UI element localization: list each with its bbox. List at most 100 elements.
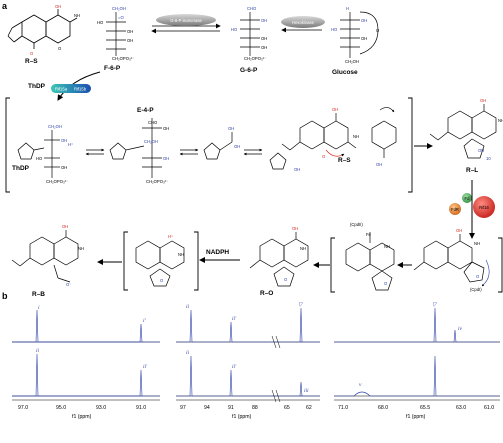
cpdi-structure (413, 234, 485, 283)
compound-rs-top: R–S (25, 58, 38, 65)
compound-f6p: F-6-P (104, 65, 121, 72)
cofactor-thdp-label: ThDP (28, 83, 46, 90)
spectrum-3-xlabel: f1 (ppm) (406, 414, 426, 420)
svg-text:91: 91 (228, 405, 234, 411)
compound-rl: R–L (466, 167, 478, 174)
svg-text:OH: OH (361, 36, 367, 41)
svg-text:=O: =O (118, 15, 124, 20)
svg-text:OH: OH (234, 144, 240, 149)
nmr-spectrum-1: i i' ii ii' 97.0 95.0 93.0 91.0 f1 (ppm) (12, 305, 160, 420)
svg-text:O: O (284, 277, 288, 282)
g6p-isomerase-enzyme (156, 14, 216, 26)
cofactor-nadph: NADPH (206, 249, 229, 256)
svg-text:O: O (160, 278, 164, 283)
rs-mid-structure (269, 113, 357, 170)
svg-text:65: 65 (284, 405, 290, 411)
svg-text:OH: OH (127, 29, 133, 34)
enzyme-g6p-isomerase: G-6-P isomerase (170, 18, 202, 23)
intermediate-structure (371, 120, 397, 158)
svg-text:63.0: 63.0 (456, 405, 466, 411)
svg-text:OH: OH (261, 45, 267, 50)
svg-text:H⁺: H⁺ (68, 142, 73, 147)
rl-structure (429, 104, 497, 159)
svg-text:iv: iv (458, 326, 463, 332)
svg-text:CH₂OH: CH₂OH (144, 139, 158, 144)
panel-b-label: b (2, 291, 8, 301)
svg-text:OH: OH (478, 148, 484, 153)
svg-text:93.0: 93.0 (96, 405, 106, 411)
svg-text:OH: OH (61, 138, 67, 143)
svg-text:71.0: 71.0 (338, 405, 348, 411)
e4p-structure (109, 118, 162, 178)
nmr-spectrum-2: ii ii' ▽ ii ii' iii 97 94 91 88 65 62 f1… (176, 302, 320, 420)
svg-text:NH: NH (384, 244, 390, 249)
svg-text:OH: OH (294, 167, 300, 172)
spectrum-1-xlabel: f1 (ppm) (72, 414, 92, 420)
svg-text:HO: HO (331, 27, 338, 32)
compound-thdp-intermediate: ThDP (12, 165, 30, 172)
svg-text:CH₂OH: CH₂OH (112, 6, 126, 11)
svg-text:HO: HO (36, 156, 43, 161)
svg-text:ii': ii' (232, 316, 237, 322)
fd-enzyme (462, 193, 472, 203)
compound-cpdii: (CpdII) (350, 222, 363, 227)
svg-text:NH: NH (74, 13, 80, 18)
svg-text:O: O (376, 28, 380, 33)
svg-text:62: 62 (306, 405, 312, 411)
svg-text:O: O (322, 154, 326, 159)
svg-text:OH: OH (127, 38, 133, 43)
compound-glucose: Glucose (332, 69, 358, 76)
svg-text:O: O (384, 281, 388, 286)
enzyme-fdr: FdR (451, 207, 459, 212)
svg-text:OH: OH (376, 162, 382, 167)
cpdii-structure (345, 232, 395, 291)
enzyme-fd: Fd (465, 196, 471, 201)
svg-text:iii: iii (304, 388, 309, 394)
svg-text:91.0: 91.0 (136, 405, 146, 411)
svg-text:CH₂OPO₃²⁻: CH₂OPO₃²⁻ (146, 179, 168, 184)
enzyme-rif15b: Rif15b (74, 87, 87, 92)
svg-text:OH: OH (292, 226, 298, 231)
enamine-structure (203, 132, 233, 160)
svg-text:OH: OH (163, 156, 169, 161)
g6p-structure (240, 12, 260, 56)
svg-text:88: 88 (252, 405, 258, 411)
enzyme-hexokinase: Hexokinase (292, 20, 315, 25)
enzyme-rif16: Rif16 (479, 205, 489, 210)
svg-text:ii': ii' (143, 364, 148, 370)
svg-text:HO: HO (231, 27, 238, 32)
ro-structure (249, 232, 309, 287)
svg-text:CH₂OH: CH₂OH (345, 59, 359, 64)
svg-text:97: 97 (180, 405, 186, 411)
svg-text:ii: ii (36, 348, 40, 354)
svg-text:CH₂OH: CH₂OH (48, 124, 62, 129)
compound-rb: R–B (32, 291, 45, 298)
enzyme-rif15a: Rif15a (55, 87, 68, 92)
svg-text:CH₂OPO₃²⁻: CH₂OPO₃²⁻ (46, 179, 68, 184)
svg-text:▽: ▽ (432, 302, 438, 308)
svg-text:NH: NH (353, 134, 359, 139)
svg-text:CH₂OPO₃²⁻: CH₂OPO₃²⁻ (244, 56, 266, 61)
svg-text:O⁻: O⁻ (66, 282, 71, 287)
compound-ro: R–O (260, 290, 273, 297)
compound-rs-mid: R–S (338, 157, 351, 164)
svg-text:OH: OH (332, 107, 338, 112)
svg-text:CHO: CHO (148, 120, 158, 125)
svg-text:H: H (346, 6, 349, 11)
compound-cpdi: (CpdI) (470, 287, 482, 292)
svg-text:OH: OH (261, 18, 267, 23)
svg-text:O: O (30, 51, 34, 56)
rb-structure (11, 230, 79, 283)
rif15-complex (51, 84, 91, 93)
svg-text:CHO: CHO (247, 6, 257, 11)
f6p-structure (106, 12, 126, 56)
svg-text:OH: OH (456, 228, 462, 233)
svg-text:NH: NH (498, 118, 503, 123)
nmr-spectrum-3: ▽ iv v 71.0 68.0 65.5 63.0 61.0 f1 (ppm) (334, 302, 500, 420)
hexokinase-enzyme (281, 16, 325, 28)
svg-text:v: v (359, 382, 362, 388)
svg-text:97.0: 97.0 (18, 405, 28, 411)
svg-text:H⁺: H⁺ (168, 234, 173, 239)
svg-text:i': i' (143, 318, 147, 324)
